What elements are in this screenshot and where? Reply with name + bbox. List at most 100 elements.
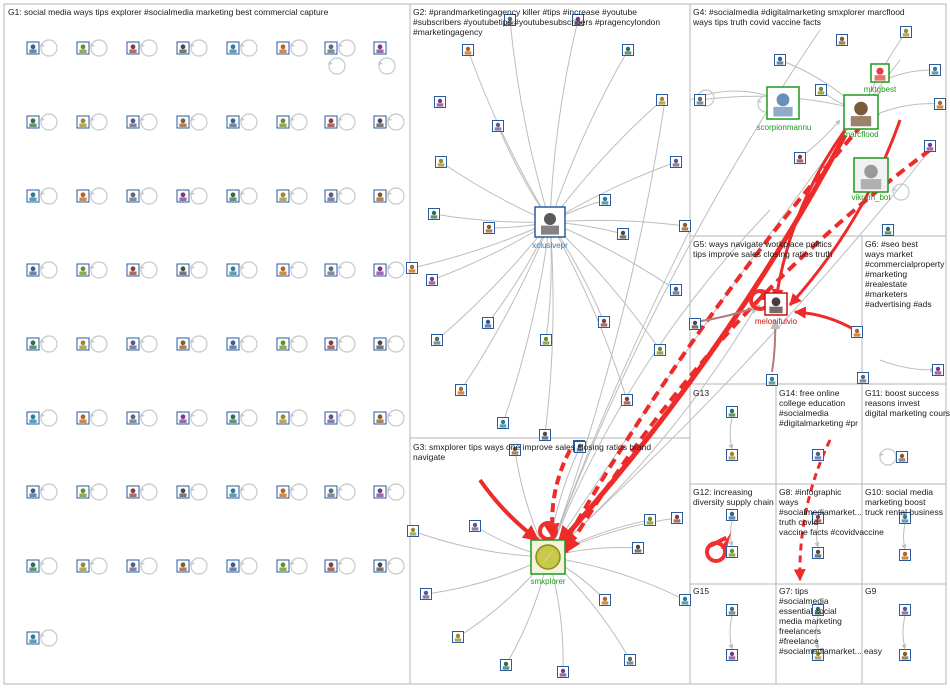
g1-node[interactable] (176, 115, 190, 129)
g1-node[interactable] (373, 263, 387, 277)
g4-node[interactable] (836, 34, 848, 46)
g1-node[interactable] (373, 411, 387, 425)
g1-node[interactable] (373, 337, 387, 351)
g1-node[interactable] (276, 115, 290, 129)
g1-node[interactable] (176, 559, 190, 573)
g4-node[interactable] (774, 54, 786, 66)
g4-node[interactable] (794, 152, 806, 164)
g3-node[interactable] (407, 525, 419, 537)
g1-node[interactable] (26, 631, 40, 645)
g1-node[interactable] (76, 337, 90, 351)
g7-node[interactable] (812, 649, 824, 661)
g1-node[interactable] (324, 485, 338, 499)
node-marcflood[interactable] (843, 94, 879, 130)
g4-node[interactable] (934, 98, 946, 110)
g2-node[interactable] (406, 262, 418, 274)
node-smxplorer[interactable] (530, 539, 566, 575)
g3-node[interactable] (671, 512, 683, 524)
g1-node[interactable] (126, 485, 140, 499)
g4-node[interactable] (924, 140, 936, 152)
g3-node[interactable] (420, 588, 432, 600)
g1-node[interactable] (276, 337, 290, 351)
g1-node[interactable] (126, 411, 140, 425)
g4-node[interactable] (900, 26, 912, 38)
g8-node[interactable] (812, 512, 824, 524)
g3-node[interactable] (557, 666, 569, 678)
g2-node[interactable] (599, 194, 611, 206)
node-melonifulvio[interactable] (764, 292, 788, 316)
g1-node[interactable] (26, 115, 40, 129)
g1-node[interactable] (26, 337, 40, 351)
g1-node[interactable] (324, 337, 338, 351)
g1-node[interactable] (176, 41, 190, 55)
g1-node[interactable] (373, 485, 387, 499)
g8-node[interactable] (812, 547, 824, 559)
g2-node[interactable] (455, 384, 467, 396)
g2-node[interactable] (434, 96, 446, 108)
g1-node[interactable] (226, 263, 240, 277)
g3-node[interactable] (500, 659, 512, 671)
g1-node[interactable] (26, 485, 40, 499)
g11-node[interactable] (896, 451, 908, 463)
g1-node[interactable] (324, 41, 338, 55)
g2-node[interactable] (492, 120, 504, 132)
node-xclusivepr[interactable] (534, 206, 566, 238)
g3-node[interactable] (624, 654, 636, 666)
g2-node[interactable] (504, 14, 516, 26)
g5-node[interactable] (689, 318, 701, 330)
g1-node[interactable] (226, 41, 240, 55)
g6-node[interactable] (932, 364, 944, 376)
g15-node[interactable] (726, 604, 738, 616)
g6-node[interactable] (851, 326, 863, 338)
g9-node[interactable] (899, 649, 911, 661)
g4-node[interactable] (929, 64, 941, 76)
g1-node[interactable] (324, 411, 338, 425)
g1-node[interactable] (276, 189, 290, 203)
g1-node[interactable] (276, 41, 290, 55)
g3-node[interactable] (469, 520, 481, 532)
node-vikram-bot[interactable] (853, 157, 889, 193)
g13-node[interactable] (726, 406, 738, 418)
g1-node[interactable] (76, 189, 90, 203)
g10-node[interactable] (899, 512, 911, 524)
g1-node[interactable] (226, 337, 240, 351)
g1-node[interactable] (126, 189, 140, 203)
g4-node[interactable] (882, 224, 894, 236)
g1-node[interactable] (126, 115, 140, 129)
g1-node[interactable] (76, 485, 90, 499)
g1-node[interactable] (373, 189, 387, 203)
g3-node[interactable] (679, 594, 691, 606)
g1-node[interactable] (226, 411, 240, 425)
g1-node[interactable] (324, 263, 338, 277)
g1-node[interactable] (373, 41, 387, 55)
g1-node[interactable] (26, 559, 40, 573)
g3-node[interactable] (644, 514, 656, 526)
g1-node[interactable] (26, 263, 40, 277)
g1-node[interactable] (126, 263, 140, 277)
g7-node[interactable] (812, 604, 824, 616)
g2-node[interactable] (622, 44, 634, 56)
g12-node[interactable] (726, 546, 738, 558)
g2-node[interactable] (431, 334, 443, 346)
g2-node[interactable] (428, 208, 440, 220)
g2-node[interactable] (483, 222, 495, 234)
g1-node[interactable] (76, 115, 90, 129)
g1-node[interactable] (176, 485, 190, 499)
g13-node[interactable] (726, 449, 738, 461)
g3-node[interactable] (509, 444, 521, 456)
node-scorpionmannu[interactable] (766, 86, 800, 120)
g10-node[interactable] (899, 549, 911, 561)
g1-node[interactable] (176, 263, 190, 277)
g3-node[interactable] (452, 631, 464, 643)
g12-node[interactable] (726, 509, 738, 521)
g1-node[interactable] (176, 337, 190, 351)
g14-node[interactable] (812, 449, 824, 461)
g2-node[interactable] (670, 156, 682, 168)
g1-node[interactable] (276, 263, 290, 277)
g1-node[interactable] (176, 411, 190, 425)
g2-node[interactable] (621, 394, 633, 406)
g1-node[interactable] (226, 559, 240, 573)
g1-node[interactable] (226, 115, 240, 129)
g2-node[interactable] (572, 14, 584, 26)
g2-node[interactable] (426, 274, 438, 286)
